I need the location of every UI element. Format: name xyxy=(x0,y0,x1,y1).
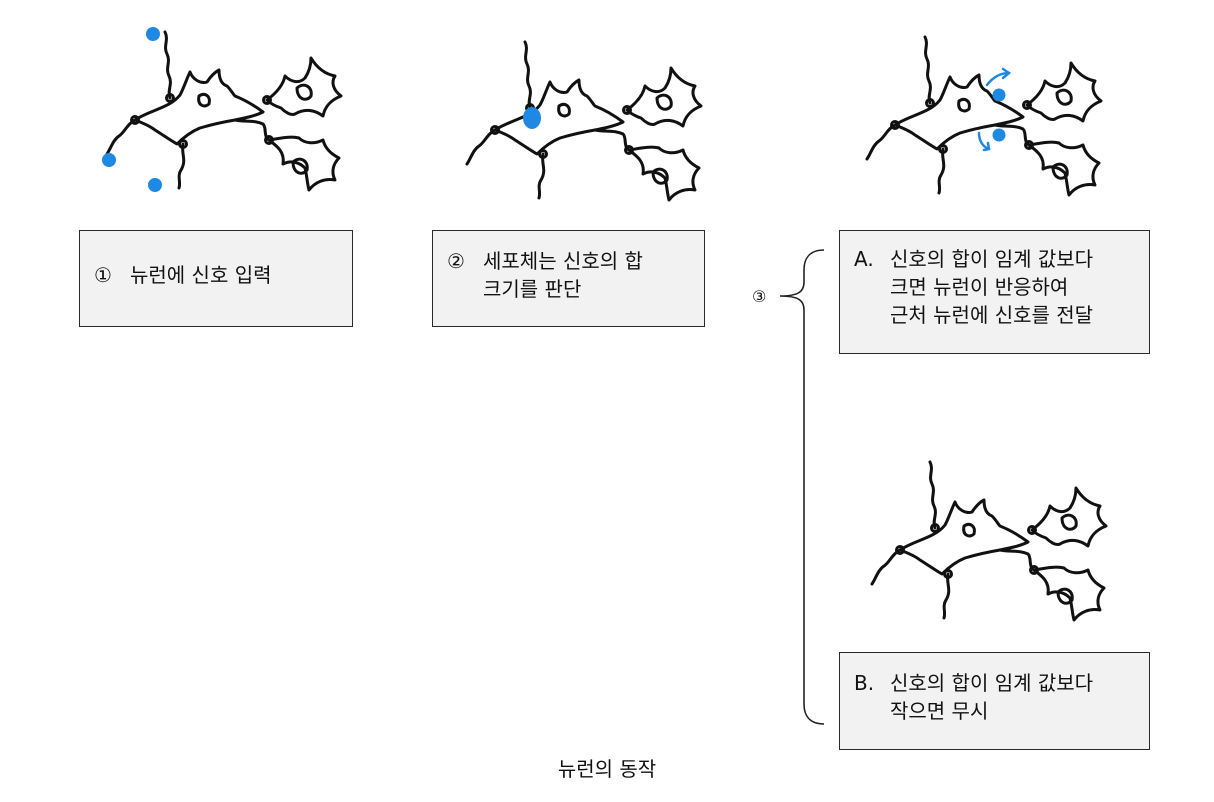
figure-caption: 뉴런의 동작 xyxy=(557,757,657,781)
cell-body-signal-dot xyxy=(523,107,541,129)
outcome-b-line-2: 작으면 무시 xyxy=(890,699,989,723)
step-2-text-line-2: 크기를 판단 xyxy=(483,277,582,301)
outcome-a-line-1: 신호의 합이 임계 값보다 xyxy=(890,247,1094,271)
input-signal-dot xyxy=(148,178,162,192)
neuron-input-illustration xyxy=(102,27,343,192)
outcome-a-marker: A. xyxy=(854,247,874,271)
branch-bracket xyxy=(779,249,825,725)
neuron-fire-illustration xyxy=(865,35,1103,197)
step-1-box: ① 뉴런에 신호 입력 xyxy=(79,230,353,327)
outcome-a-line-2: 크면 뉴런이 반응하여 xyxy=(890,275,1069,299)
signal-arrow-icon xyxy=(985,67,1012,87)
output-signal-dot xyxy=(992,88,1006,102)
step-2-box: ② 세포체는 신호의 합 크기를 판단 xyxy=(432,230,705,327)
outcome-b-marker: B. xyxy=(854,671,875,695)
outcome-a-box: A. 신호의 합이 임계 값보다 크면 뉴런이 반응하여 근처 뉴런에 신호를 전… xyxy=(839,230,1150,354)
step-3-marker: ③ xyxy=(752,287,767,306)
step-2-marker: ② xyxy=(447,249,465,273)
step-1-text: 뉴런에 신호 입력 xyxy=(130,263,272,287)
step-1-marker: ① xyxy=(94,263,112,287)
output-signal-dot xyxy=(992,128,1006,142)
step-2-text-line-1: 세포체는 신호의 합 xyxy=(483,249,643,273)
outcome-a-line-3: 근처 뉴런에 신호를 전달 xyxy=(890,303,1094,327)
input-signal-dot xyxy=(146,27,160,41)
neuron-sum-illustration xyxy=(465,40,703,202)
outcome-b-line-1: 신호의 합이 임계 값보다 xyxy=(890,671,1094,695)
neuron-ignore-illustration xyxy=(870,460,1108,622)
input-signal-dot xyxy=(102,153,116,167)
signal-arrow-icon xyxy=(977,131,991,152)
outcome-b-box: B. 신호의 합이 임계 값보다 작으면 무시 xyxy=(839,652,1150,750)
